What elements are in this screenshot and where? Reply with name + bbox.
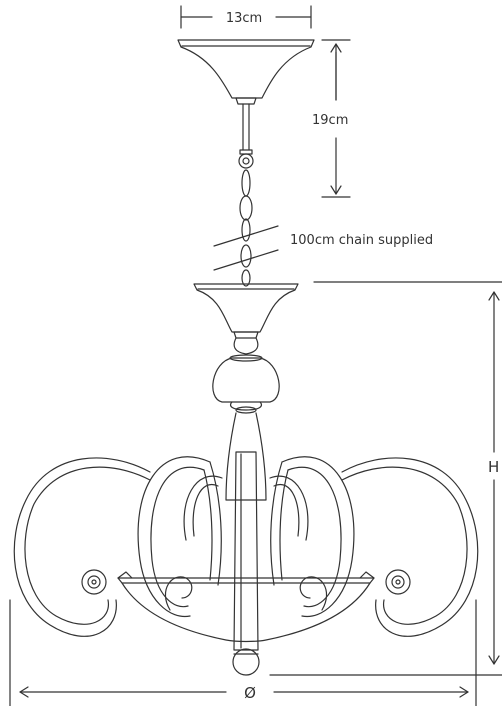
left-scroll-arm — [13, 457, 151, 637]
diameter-dimension — [9, 599, 477, 706]
canopy-width-label: 13cm — [226, 11, 262, 26]
central-column — [233, 451, 259, 651]
canopy-width-dimension — [180, 5, 312, 29]
fixture-body — [212, 354, 280, 501]
bowl — [117, 571, 375, 676]
ceiling-canopy — [177, 39, 315, 105]
drop-height-label: 19cm — [312, 113, 348, 128]
drop-height-dimension — [321, 39, 351, 198]
height-dimension — [269, 281, 502, 676]
chain — [238, 153, 254, 287]
fixture-top-cup — [193, 283, 299, 355]
chain-note-label: 100cm chain supplied — [290, 233, 433, 248]
diameter-symbol-label: Ø — [244, 684, 256, 702]
right-scroll-arm — [341, 457, 479, 637]
inner-ribbon-loops — [137, 456, 355, 618]
suspension-rod — [239, 103, 253, 155]
height-symbol-label: H — [488, 458, 499, 476]
chain-break-marks — [213, 225, 279, 271]
